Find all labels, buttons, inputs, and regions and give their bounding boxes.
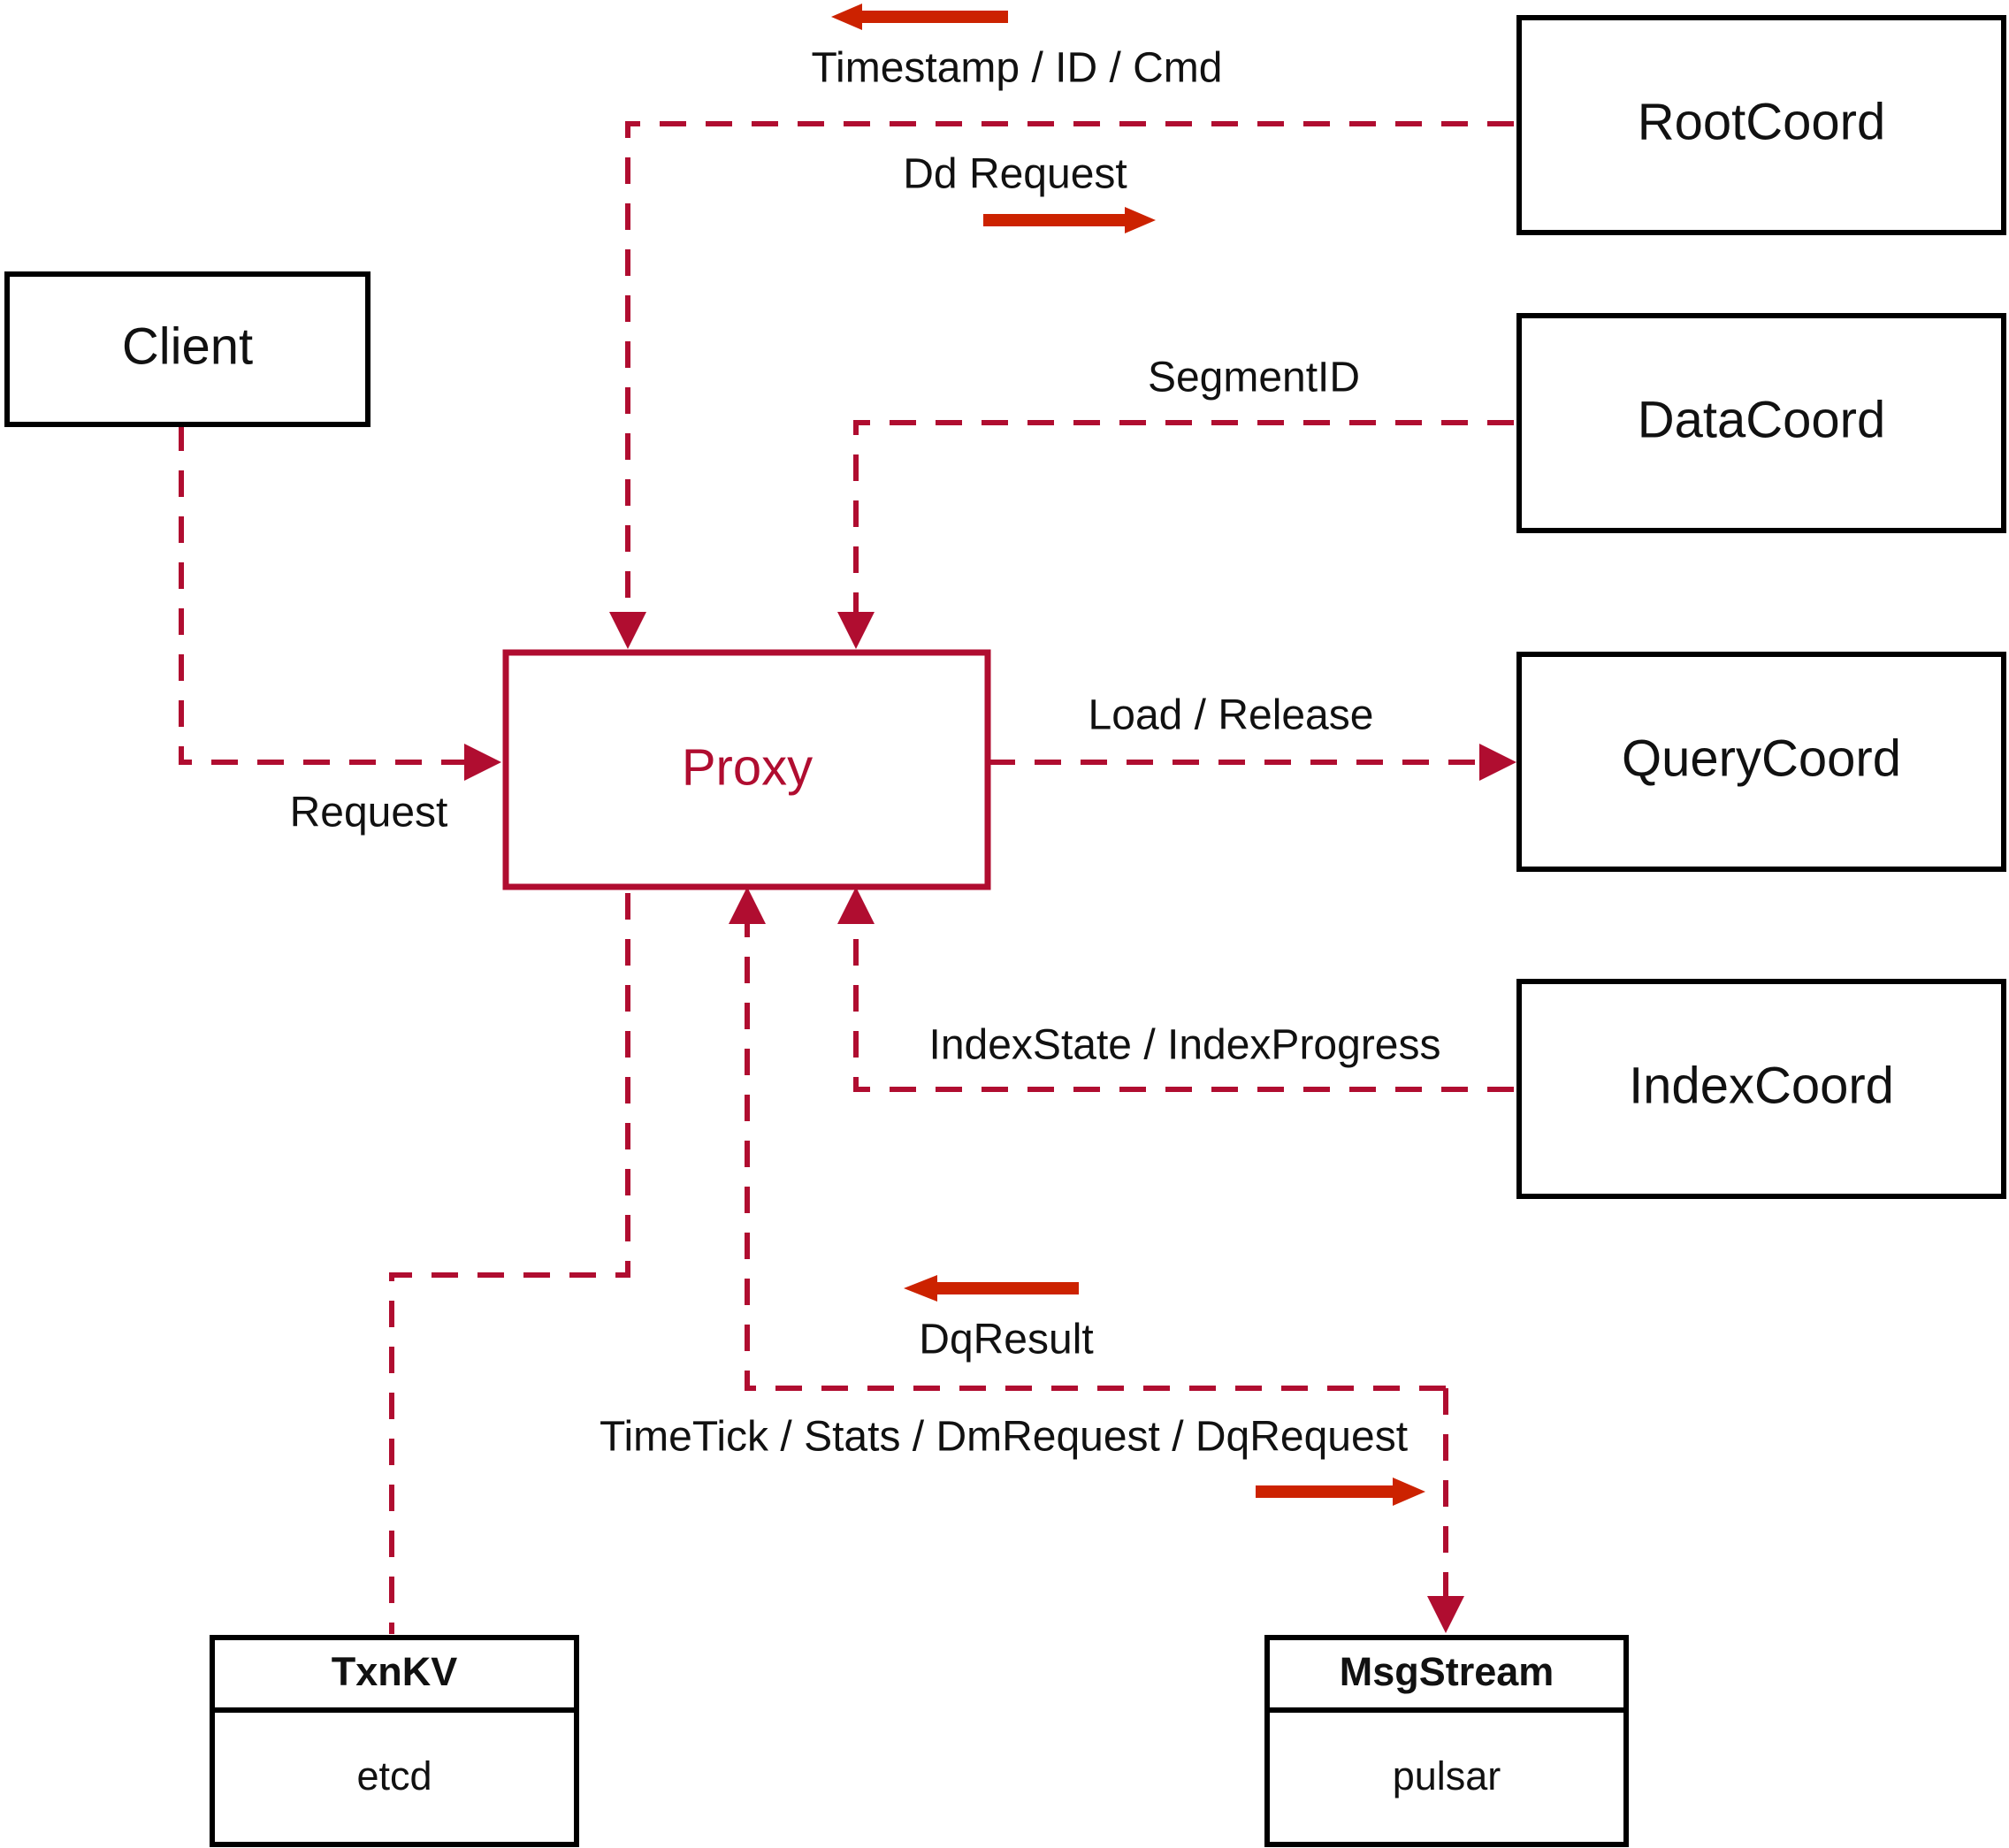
node-client[interactable]: Client (4, 271, 370, 427)
node-data-coord[interactable]: DataCoord (1516, 313, 2006, 533)
data-coord-box[interactable] (1516, 313, 2006, 533)
msgstream-impl-label: pulsar (1393, 1753, 1501, 1798)
edge-label-timestamp-id-cmd: Timestamp / ID / Cmd (812, 45, 1223, 92)
edge-label-timetick-stats: TimeTick / Stats / DmRequest / DqRequest (600, 1414, 1408, 1461)
msgstream-title: MsgStream (1340, 1649, 1554, 1694)
bold-arrow-left-dqresult (904, 1275, 1079, 1302)
bold-arrow-right-timetick (1256, 1478, 1425, 1506)
node-index-coord[interactable]: IndexCoord (1516, 979, 2006, 1199)
edge-txnkv-path (389, 893, 630, 1634)
client-box[interactable] (4, 271, 370, 427)
edge-dq-result-path (729, 887, 1446, 1391)
txnkv-title: TxnKV (332, 1649, 458, 1694)
node-root-coord[interactable]: RootCoord (1516, 15, 2006, 235)
edge-label-request: Request (290, 790, 448, 836)
proxy-box[interactable] (502, 649, 991, 890)
query-coord-box[interactable] (1516, 652, 2006, 872)
msgstream-box[interactable] (1264, 1635, 1629, 1847)
query-coord-label: QueryCoord (1622, 729, 1901, 787)
node-query-coord[interactable]: QueryCoord (1516, 652, 2006, 872)
txnkv-impl-label: etcd (356, 1753, 432, 1798)
proxy-label: Proxy (682, 738, 813, 796)
edge-label-load-release: Load / Release (1089, 692, 1374, 739)
index-coord-label: IndexCoord (1629, 1057, 1894, 1114)
client-label: Client (122, 317, 253, 375)
data-coord-label: DataCoord (1638, 391, 1885, 448)
bold-arrow-right-dd-request (983, 207, 1156, 233)
root-coord-box[interactable] (1516, 15, 2006, 235)
root-coord-label: RootCoord (1638, 93, 1885, 150)
node-txnkv[interactable]: TxnKV etcd (210, 1635, 579, 1847)
edge-index-state-path (837, 887, 1514, 1092)
node-msgstream[interactable]: MsgStream pulsar (1264, 1635, 1629, 1847)
edge-label-index-state-progress: IndexState / IndexProgress (929, 1022, 1441, 1069)
edge-timestamp-id-cmd-path (609, 121, 1514, 649)
bold-arrow-left-timestamp (831, 4, 1008, 30)
edge-label-dd-request: Dd Request (903, 151, 1127, 198)
edge-label-segment-id: SegmentID (1148, 355, 1360, 401)
edge-label-dq-result: DqResult (919, 1317, 1093, 1363)
node-proxy[interactable]: Proxy (502, 649, 991, 890)
txnkv-box[interactable] (210, 1635, 579, 1847)
index-coord-box[interactable] (1516, 979, 2006, 1199)
edge-segment-id-path (837, 420, 1514, 649)
edge-request-path (179, 424, 501, 781)
